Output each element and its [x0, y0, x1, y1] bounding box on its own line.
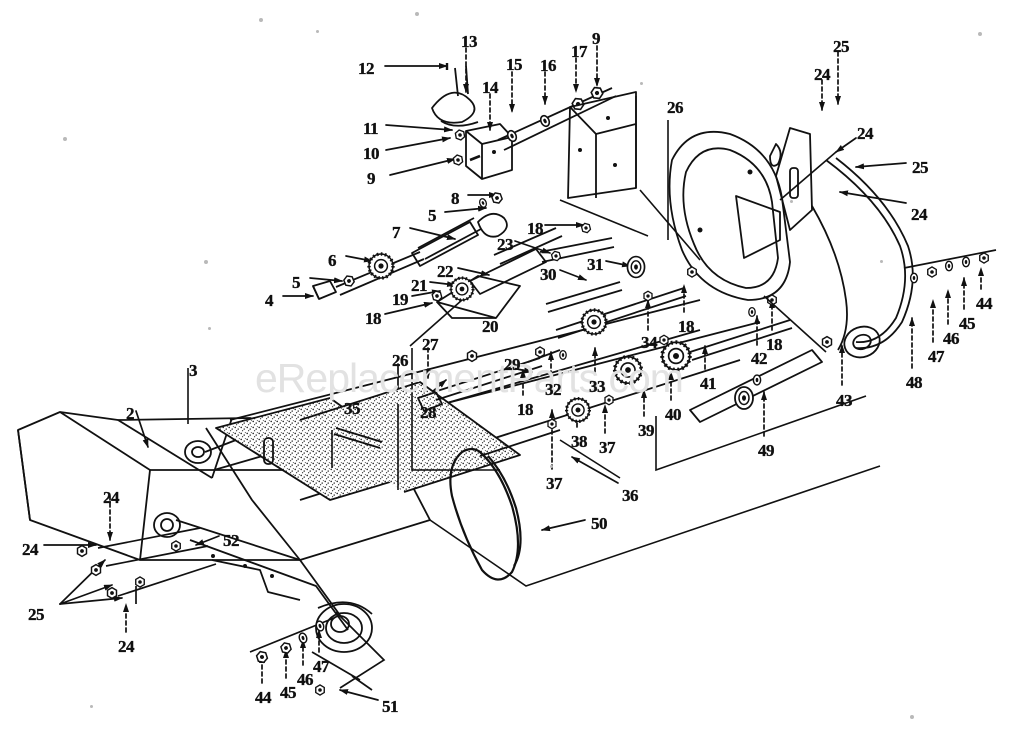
callout-25: 25: [912, 158, 929, 177]
callout-27: 27: [422, 335, 439, 354]
callout-39: 39: [638, 421, 655, 440]
callout-49: 49: [758, 441, 775, 460]
callout-16: 16: [540, 56, 557, 75]
callout-15: 15: [506, 55, 523, 74]
callout-13: 13: [461, 32, 478, 51]
callout-42: 42: [751, 349, 768, 368]
paper-speck: [880, 260, 883, 263]
callout-47: 47: [313, 657, 330, 676]
callout-18: 18: [678, 317, 695, 336]
callout-44: 44: [976, 294, 993, 313]
callout-32: 32: [545, 380, 562, 399]
callout-46: 46: [943, 329, 960, 348]
callout-14: 14: [482, 78, 499, 97]
callout-52: 52: [223, 531, 240, 550]
callout-10: 10: [363, 144, 380, 163]
callout-33: 33: [589, 377, 606, 396]
paper-speck: [259, 18, 263, 22]
callout-30: 30: [540, 265, 557, 284]
callout-24: 24: [118, 637, 135, 656]
callout-11: 11: [363, 119, 379, 138]
callout-29: 29: [504, 355, 521, 374]
callout-21: 21: [411, 276, 428, 295]
paper-speck: [316, 30, 319, 33]
callout-37: 37: [599, 438, 616, 457]
paper-speck: [63, 137, 67, 141]
callout-51: 51: [382, 697, 399, 716]
callout-4: 4: [265, 291, 274, 310]
callout-26: 26: [392, 351, 409, 370]
callout-25: 25: [28, 605, 45, 624]
callout-40: 40: [665, 405, 682, 424]
callout-28: 28: [420, 403, 437, 422]
paper-speck: [204, 260, 208, 264]
callout-24: 24: [103, 488, 120, 507]
paper-speck: [978, 32, 982, 36]
callout-9: 9: [592, 29, 601, 48]
callout-24: 24: [857, 124, 874, 143]
callout-2: 2: [126, 404, 135, 423]
callout-22: 22: [437, 262, 454, 281]
callout-46: 46: [297, 670, 314, 689]
paper-speck: [90, 705, 93, 708]
callout-48: 48: [906, 373, 923, 392]
paper-speck: [550, 465, 553, 468]
callout-44: 44: [255, 688, 272, 707]
callout-50: 50: [591, 514, 608, 533]
callout-7: 7: [392, 223, 401, 242]
callout-20: 20: [482, 317, 499, 336]
callout-18: 18: [517, 400, 534, 419]
callout-24: 24: [814, 65, 831, 84]
paper-speck: [910, 715, 914, 719]
callout-36: 36: [622, 486, 639, 505]
paper-speck: [208, 327, 211, 330]
paper-speck: [415, 12, 419, 16]
callout-23: 23: [497, 235, 514, 254]
callout-45: 45: [959, 314, 976, 333]
callout-35: 35: [344, 399, 361, 418]
callout-43: 43: [836, 391, 853, 410]
callout-24: 24: [22, 540, 39, 559]
callout-47: 47: [928, 347, 945, 366]
callout-18: 18: [527, 219, 544, 238]
paper-speck: [640, 82, 643, 85]
callout-45: 45: [280, 683, 297, 702]
callout-24: 24: [911, 205, 928, 224]
callout-9: 9: [367, 169, 376, 188]
callout-19: 19: [392, 290, 409, 309]
callout-26: 26: [667, 98, 684, 117]
callout-41: 41: [700, 374, 717, 393]
callout-34: 34: [641, 333, 658, 352]
callout-12: 12: [358, 59, 375, 78]
callout-25: 25: [833, 37, 850, 56]
callout-31: 31: [587, 255, 604, 274]
callout-17: 17: [571, 42, 588, 61]
callout-5: 5: [292, 273, 301, 292]
callout-18: 18: [365, 309, 382, 328]
callout-6: 6: [328, 251, 337, 270]
paper-speck: [790, 200, 793, 203]
callout-5: 5: [428, 206, 437, 225]
callout-37: 37: [546, 474, 563, 493]
callout-18: 18: [766, 335, 783, 354]
callout-3: 3: [189, 361, 198, 380]
callout-38: 38: [571, 432, 588, 451]
callout-8: 8: [451, 189, 460, 208]
